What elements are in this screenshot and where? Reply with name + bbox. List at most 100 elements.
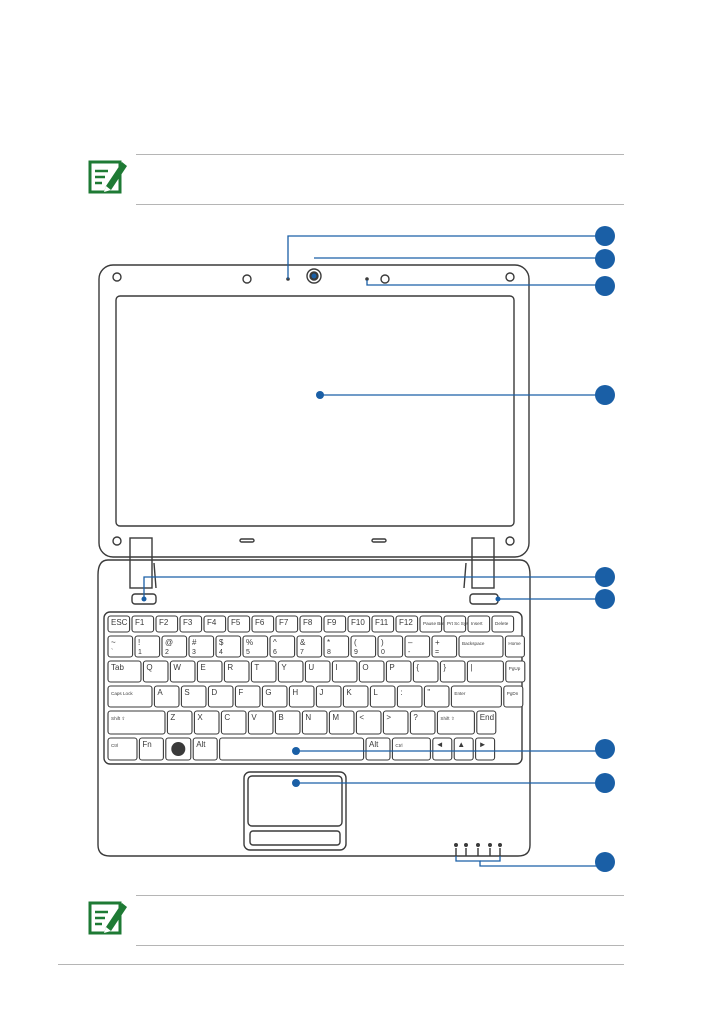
display-panel [115,295,515,527]
key-q-12[interactable]: } [439,660,466,683]
key-num-12[interactable]: += [431,635,458,658]
key-z-3[interactable]: C [220,710,247,735]
key-label: O [362,663,368,672]
key-bottom-1[interactable]: Fn [138,737,164,761]
key-label: ! [138,638,140,647]
key-a-6[interactable]: H [288,685,315,708]
key-num-14[interactable]: Home [504,635,525,658]
key-a-13[interactable]: PgDn [503,685,524,708]
key-label: T [254,663,259,672]
key-bottom-4[interactable] [219,737,365,761]
key-q-9[interactable]: O [358,660,385,683]
key-z-5[interactable]: B [274,710,301,735]
key-a-5[interactable]: G [261,685,288,708]
key-a-2[interactable]: S [180,685,207,708]
key-q-3[interactable]: E [196,660,223,683]
key-num-10[interactable]: )0 [377,635,404,658]
key-6[interactable]: F6 [251,615,275,633]
key-q-4[interactable]: R [223,660,250,683]
key-q-14[interactable]: PgUp [505,660,526,683]
key-a-8[interactable]: K [342,685,369,708]
key-q-13[interactable]: | [466,660,504,683]
key-q-8[interactable]: I [331,660,358,683]
indicator-icon [488,843,492,847]
key-10[interactable]: F10 [347,615,371,633]
key-3[interactable]: F3 [179,615,203,633]
key-label: N [305,713,311,722]
key-a-10[interactable]: : [396,685,423,708]
key-0[interactable]: ESC [107,615,131,633]
key-q-1[interactable]: Q [142,660,169,683]
key-q-11[interactable]: { [412,660,439,683]
key-bottom-6[interactable]: Ctrl [391,737,431,761]
key-z-0[interactable]: Shift ⇧ [107,710,166,735]
key-num-3[interactable]: #3 [188,635,215,658]
indicator-icon [476,843,480,847]
key-sublabel: 9 [354,649,358,656]
key-q-6[interactable]: Y [277,660,304,683]
key-q-10[interactable]: P [385,660,412,683]
key-num-7[interactable]: &7 [296,635,323,658]
key-bottom-5[interactable]: Alt [365,737,391,761]
key-5[interactable]: F5 [227,615,251,633]
key-bottom-7[interactable]: ◄ [432,737,453,761]
key-z-4[interactable]: V [247,710,274,735]
key-bottom-3[interactable]: Alt [192,737,218,761]
key-label: Tab [111,663,124,672]
key-num-13[interactable]: Backspace [458,635,504,658]
key-bottom-0[interactable]: Ctrl [107,737,138,761]
key-7[interactable]: F7 [275,615,299,633]
key-z-8[interactable]: < [355,710,382,735]
key-2[interactable]: F2 [155,615,179,633]
key-label: ► [479,740,487,749]
touchpad[interactable] [247,775,343,827]
key-num-5[interactable]: %5 [242,635,269,658]
key-z-6[interactable]: N [301,710,328,735]
key-bottom-8[interactable]: ▲ [453,737,474,761]
key-16[interactable]: Delete [491,615,515,633]
key-q-2[interactable]: W [169,660,196,683]
key-label: F [238,688,243,697]
key-z-7[interactable]: M [328,710,355,735]
key-12[interactable]: F12 [395,615,419,633]
key-num-9[interactable]: (9 [350,635,377,658]
key-15[interactable]: Insert [467,615,491,633]
key-z-9[interactable]: > [382,710,409,735]
key-bottom-9[interactable]: ► [475,737,496,761]
key-q-7[interactable]: U [304,660,331,683]
key-num-6[interactable]: ^6 [269,635,296,658]
key-num-2[interactable]: @2 [161,635,188,658]
key-num-8[interactable]: *8 [323,635,350,658]
power-button[interactable] [469,593,499,605]
key-z-12[interactable]: End [476,710,497,735]
touchpad-button[interactable] [249,830,341,846]
key-a-1[interactable]: A [153,685,180,708]
key-z-2[interactable]: X [193,710,220,735]
key-num-1[interactable]: !1 [134,635,161,658]
lid-screw [242,274,252,284]
key-11[interactable]: F11 [371,615,395,633]
key-a-7[interactable]: J [315,685,342,708]
key-z-10[interactable]: ? [409,710,436,735]
key-label: Shift ⇧ [440,716,454,721]
key-a-4[interactable]: F [234,685,261,708]
key-q-0[interactable]: Tab [107,660,142,683]
key-z-11[interactable]: Shift ⇧ [436,710,475,735]
key-a-12[interactable]: Enter [450,685,502,708]
key-num-4[interactable]: $4 [215,635,242,658]
key-num-0[interactable]: ~` [107,635,134,658]
key-8[interactable]: F8 [299,615,323,633]
key-a-9[interactable]: L [369,685,396,708]
key-q-5[interactable]: T [250,660,277,683]
key-num-11[interactable]: –- [404,635,431,658]
key-a-0[interactable]: Caps Lock [107,685,153,708]
key-13[interactable]: Pause Break [419,615,450,633]
key-z-1[interactable]: Z [166,710,193,735]
key-4[interactable]: F4 [203,615,227,633]
key-a-11[interactable]: " [423,685,450,708]
key-14[interactable]: Prt Sc SysRq [443,615,475,633]
key-1[interactable]: F1 [131,615,155,633]
key-9[interactable]: F9 [323,615,347,633]
key-a-3[interactable]: D [207,685,234,708]
key-sublabel: 3 [192,649,196,656]
